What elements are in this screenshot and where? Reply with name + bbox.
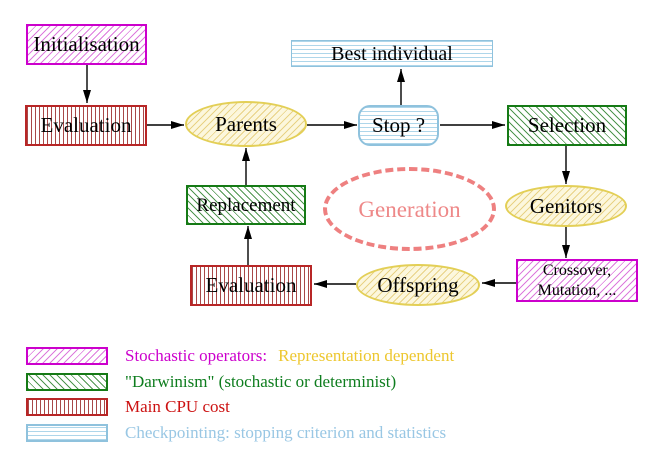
crossover-label-line1: Crossover, [542,262,612,280]
node-best-individual: Best individual [291,40,493,67]
generation-loop-ellipse: Generation [323,167,496,251]
node-genitors: Genitors [505,185,627,227]
legend-label-main-cpu-cost: Main CPU cost [125,397,230,416]
legend-swatch-magenta-hatch [26,347,108,365]
node-evaluation-top: Evaluation [25,105,147,146]
node-stop: Stop ? [358,105,439,146]
legend-swatch-cyan-stripes [26,424,108,442]
legend-label-stochastic-operators: Stochastic operators: [125,346,268,365]
legend-swatch-green-hatch [26,373,108,391]
node-parents: Parents [185,101,307,147]
node-replacement: Replacement [186,185,306,225]
legend-label-darwinism: "Darwinism" (stochastic or determinist) [125,372,397,391]
node-evaluation-bottom: Evaluation [190,265,312,306]
legend-row-main-cpu-cost: Main CPU cost [26,397,230,416]
node-crossover-mutation: Crossover, Mutation, ... [516,259,638,302]
legend-row-darwinism: "Darwinism" (stochastic or determinist) [26,372,397,391]
node-selection: Selection [507,105,627,146]
legend-label-checkpointing: Checkpointing: stopping criterion and st… [125,423,447,442]
legend-row-stochastic-operators: Stochastic operators: Representation depe… [26,346,455,365]
legend-swatch-red-stripes [26,398,108,416]
node-initialisation: Initialisation [26,24,147,65]
crossover-label-line2: Mutation, ... [537,281,617,299]
legend-row-checkpointing: Checkpointing: stopping criterion and st… [26,423,447,442]
legend-label-representation-dependent: Representation dependent [278,346,455,365]
node-offspring: Offspring [356,264,480,306]
